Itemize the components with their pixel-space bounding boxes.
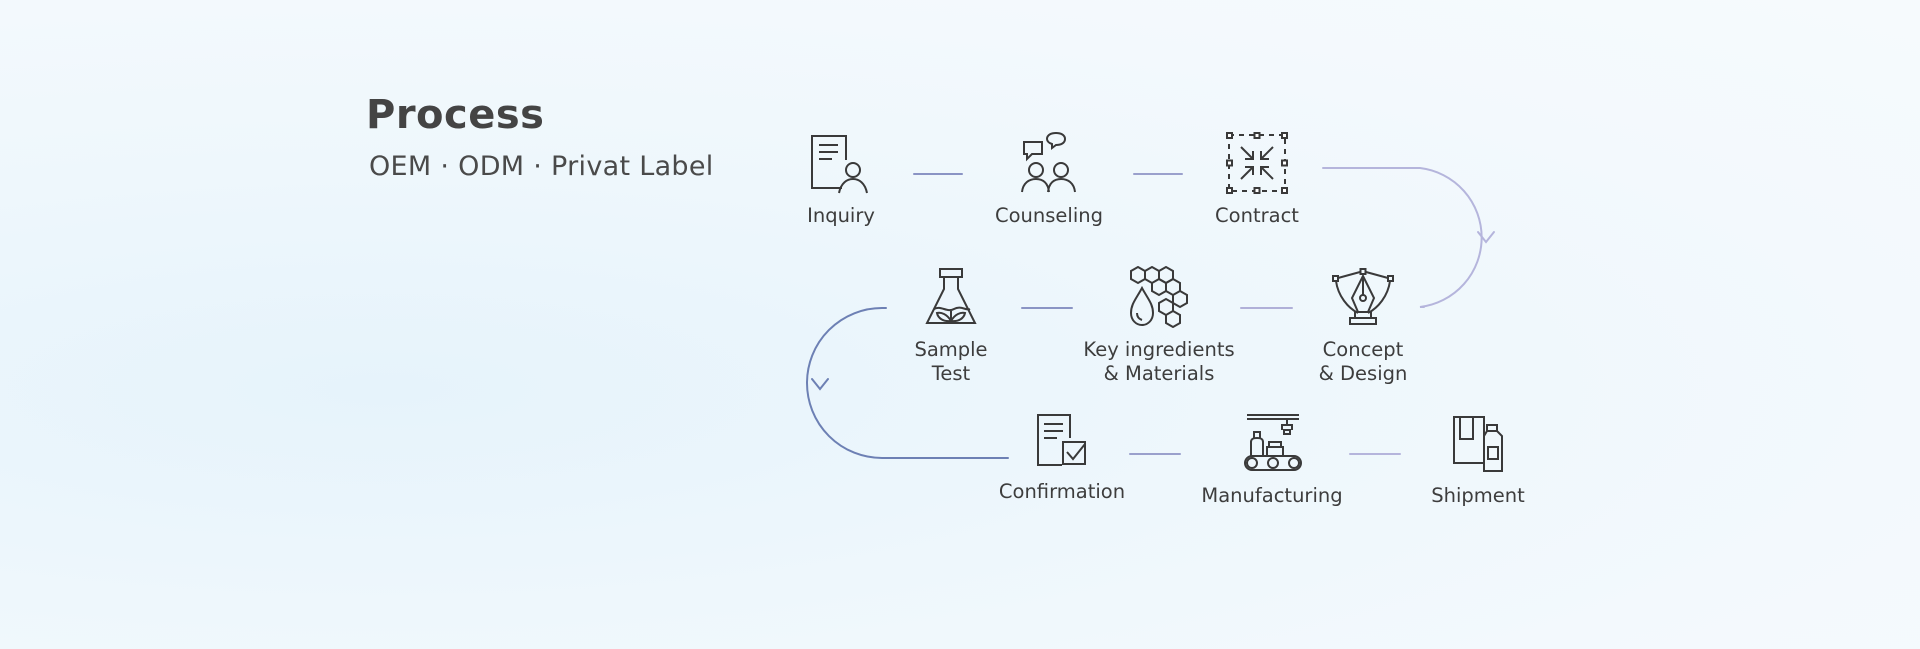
pen-nib-icon — [1332, 268, 1394, 325]
step-label-line1: Key ingredients — [1083, 338, 1235, 361]
step-concept: Concept & Design — [1253, 266, 1473, 386]
box-bottle-icon — [1453, 416, 1503, 472]
compress-arrows-icon — [1226, 132, 1288, 194]
step-label: Inquiry — [807, 204, 875, 227]
step-label-line2: & Materials — [1103, 362, 1215, 385]
people-chat-icon — [1021, 132, 1076, 193]
honeycomb-drop-icon — [1129, 266, 1188, 328]
step-inquiry: Inquiry — [731, 132, 951, 228]
step-label: Shipment — [1431, 484, 1525, 507]
step-label: Contract — [1215, 204, 1299, 227]
step-label: Manufacturing — [1201, 484, 1343, 507]
step-label: Counseling — [995, 204, 1103, 227]
page-title: Process — [366, 92, 545, 138]
arrow-down-right — [1477, 231, 1495, 244]
step-confirmation: Confirmation — [952, 412, 1172, 504]
step-label-line2: Test — [931, 362, 971, 385]
step-contract: Contract — [1147, 132, 1367, 228]
flask-leaf-icon — [925, 268, 977, 324]
connector-sample-confirmation-curve — [806, 307, 1009, 459]
step-label: Sample Test — [841, 338, 1061, 386]
step-label-line1: Sample — [914, 338, 988, 361]
arrow-down-left — [811, 378, 829, 391]
step-label: Key ingredients & Materials — [1049, 338, 1269, 386]
step-ingredients: Key ingredients & Materials — [1049, 266, 1269, 386]
step-counseling: Counseling — [939, 132, 1159, 228]
step-label-line1: Concept — [1322, 338, 1404, 361]
document-check-icon — [1037, 414, 1086, 466]
step-shipment: Shipment — [1368, 412, 1588, 508]
document-person-icon — [811, 135, 868, 194]
step-label: Concept & Design — [1253, 338, 1473, 386]
page-subtitle: OEM · ODM · Privat Label — [369, 151, 714, 182]
step-label-line2: & Design — [1318, 362, 1408, 385]
step-label: Confirmation — [998, 480, 1126, 503]
step-manufacturing: Manufacturing — [1162, 412, 1382, 508]
factory-conveyor-icon — [1244, 414, 1302, 471]
step-sample: Sample Test — [841, 266, 1061, 386]
